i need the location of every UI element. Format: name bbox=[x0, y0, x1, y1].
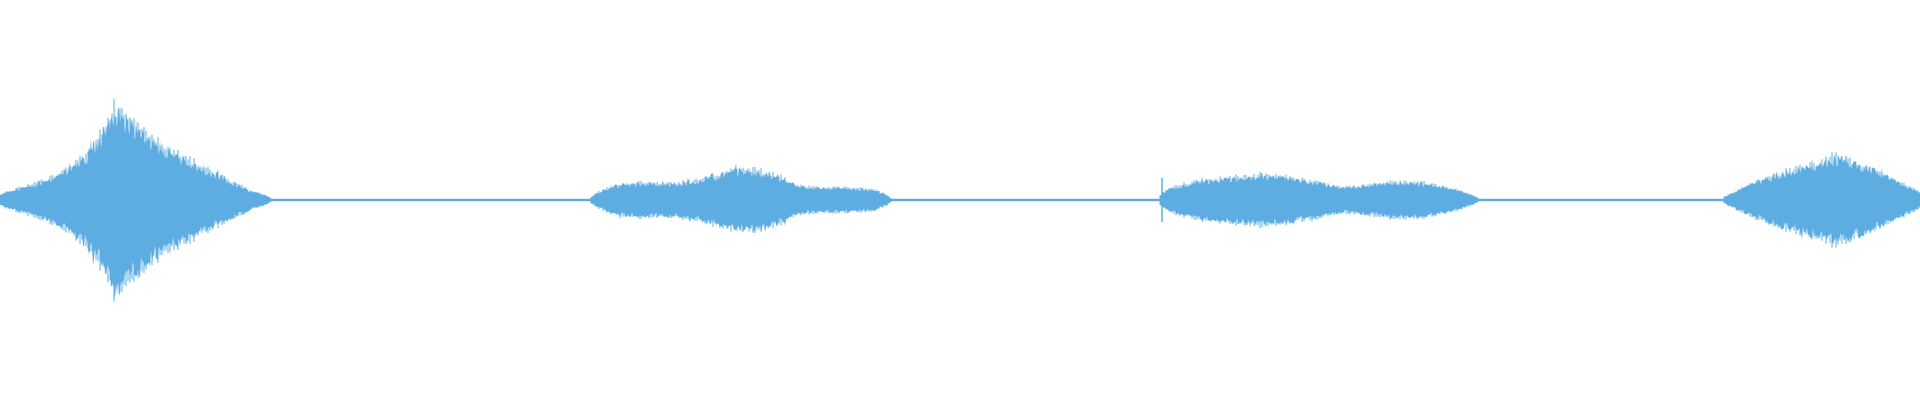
waveform-trace bbox=[0, 98, 1920, 302]
waveform-baseline bbox=[0, 198, 1920, 202]
